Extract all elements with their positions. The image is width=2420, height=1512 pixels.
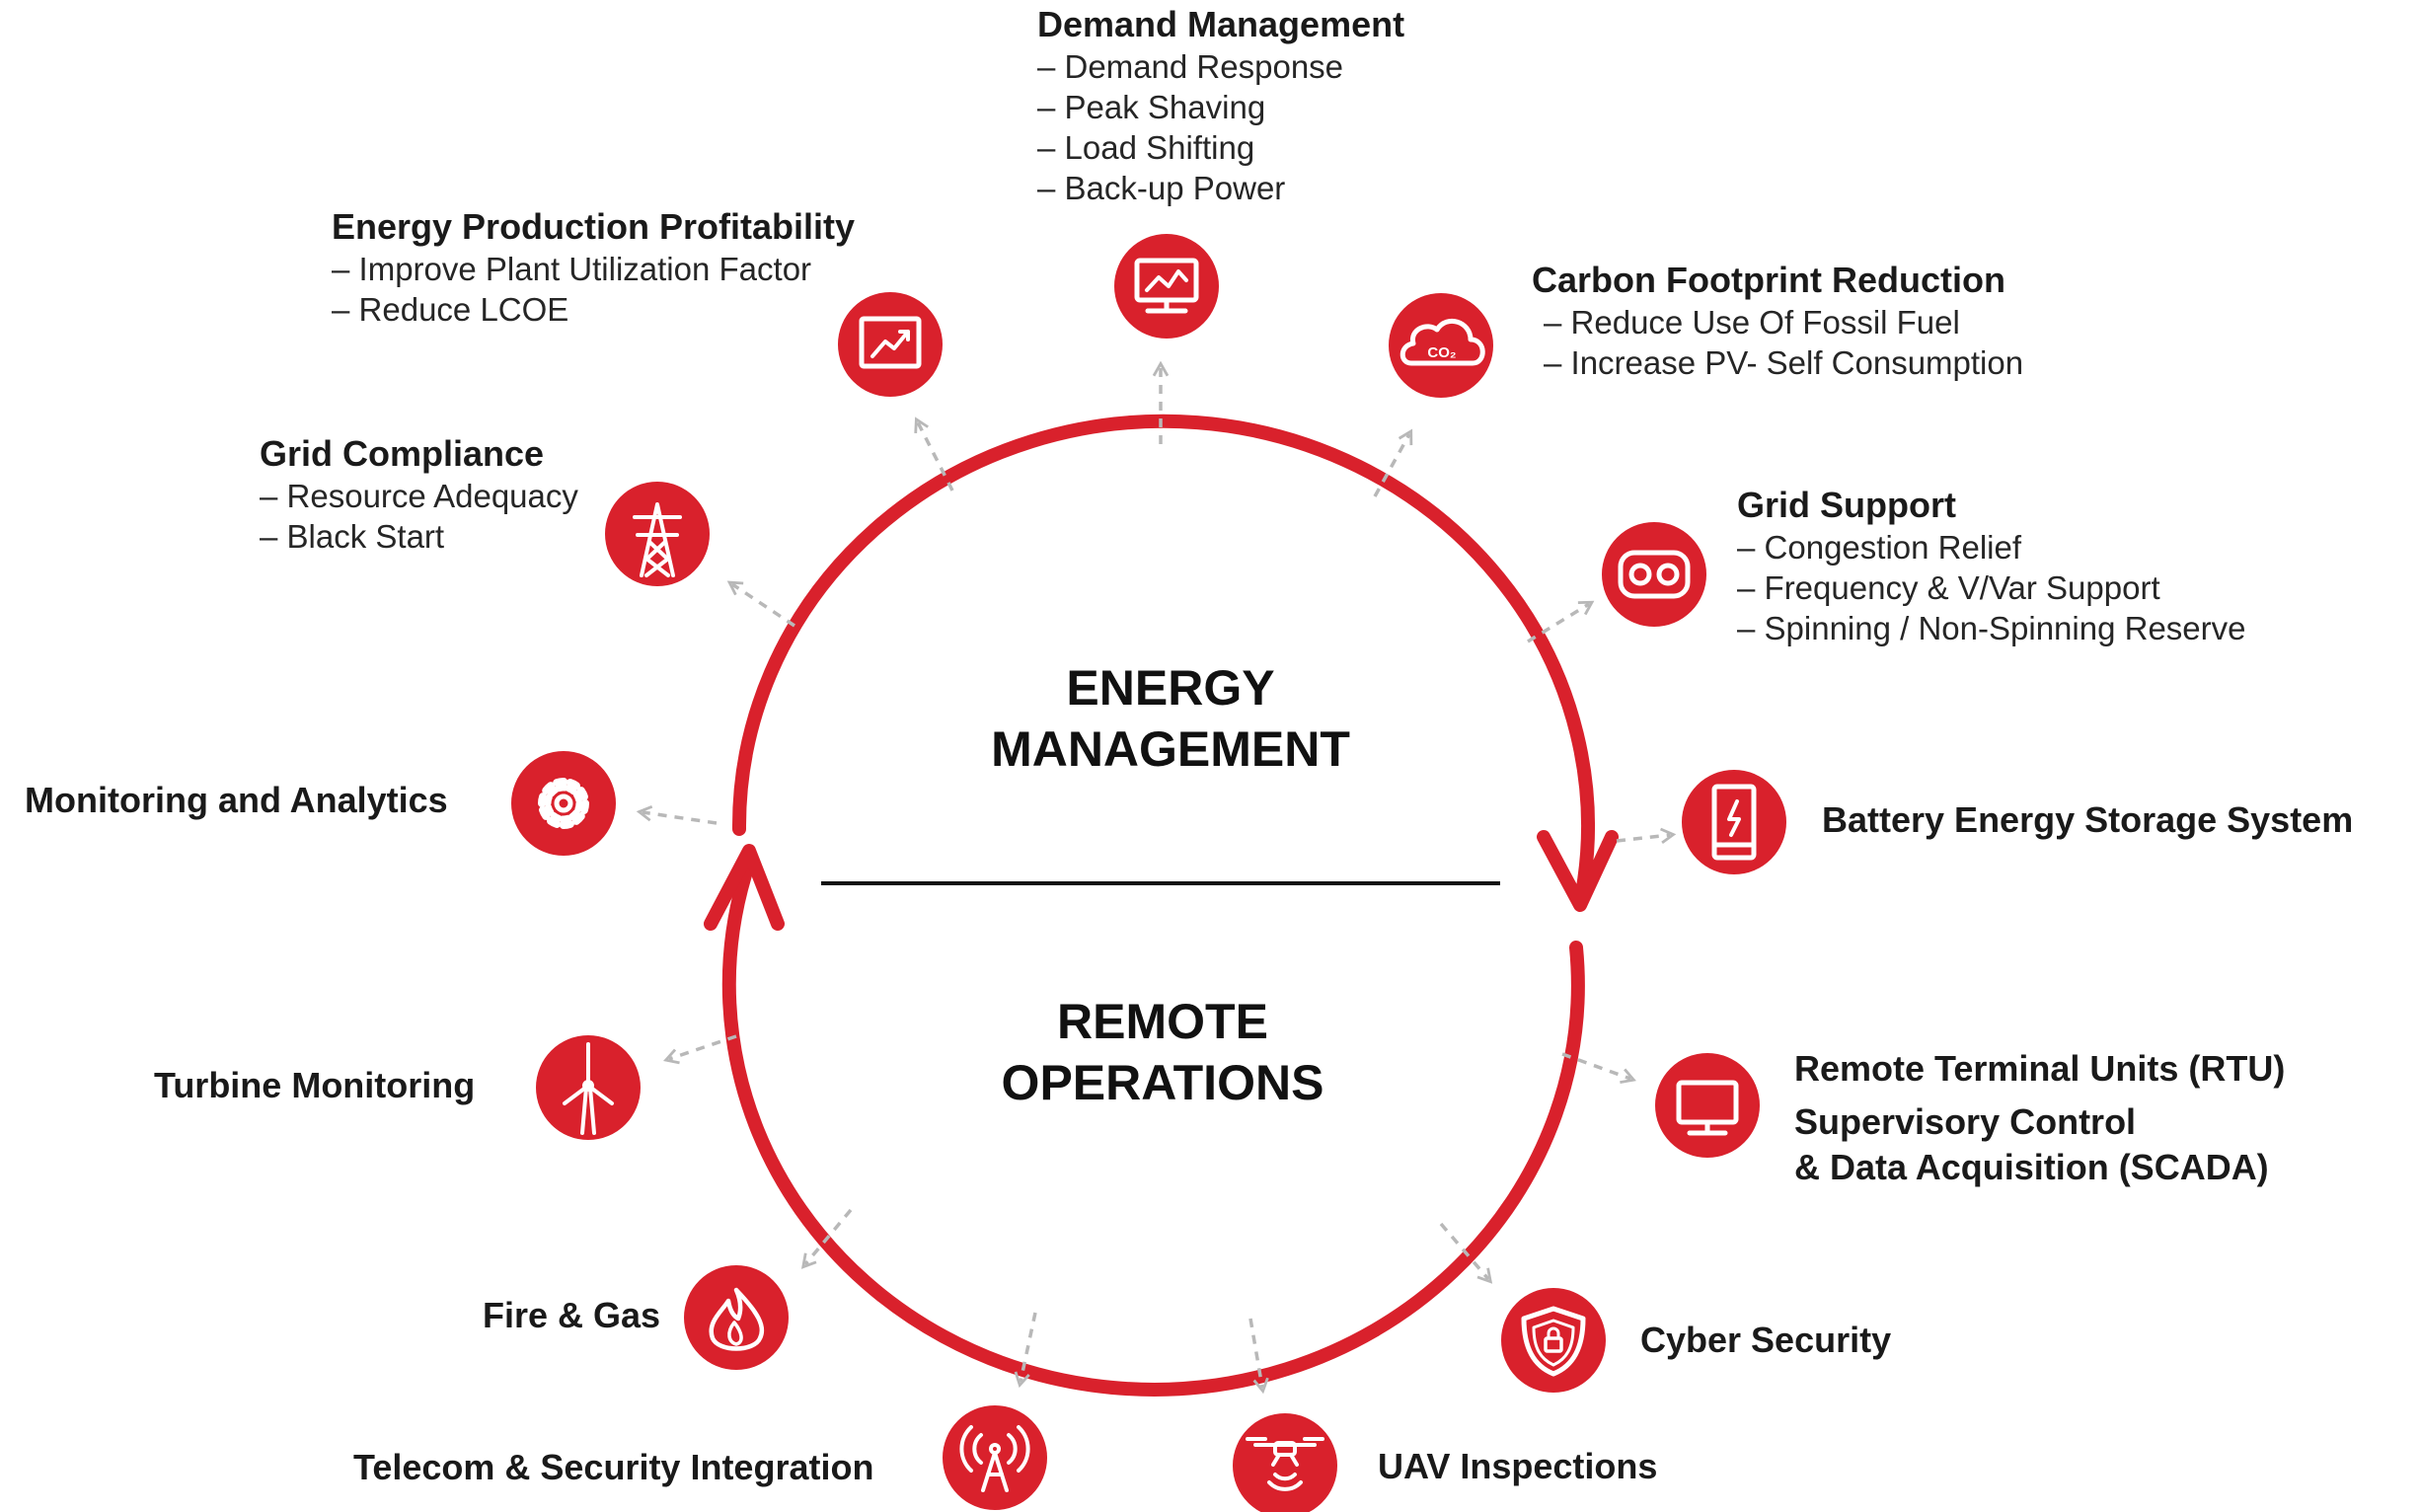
- node-battery-energy-storage: Battery Energy Storage System: [1822, 799, 2354, 840]
- node-item: Black Start: [260, 516, 578, 557]
- icon-bg-cyber: [1501, 1288, 1606, 1393]
- connector-carbon: [1373, 428, 1413, 497]
- node-item: Resource Adequacy: [260, 476, 578, 516]
- connector-cyber: [1439, 1222, 1493, 1284]
- node-title: Supervisory Control: [1794, 1101, 2137, 1142]
- node-carbon-footprint-reduction: Carbon Footprint Reduction Reduce Use Of…: [1532, 259, 2023, 383]
- node-cyber-security: Cyber Security: [1640, 1320, 1892, 1360]
- node-item: Improve Plant Utilization Factor: [332, 249, 855, 289]
- icon-bg-monitoring: [511, 751, 616, 856]
- node-turbine-monitoring: Turbine Monitoring: [154, 1065, 476, 1105]
- connector-telecom: [1014, 1312, 1037, 1389]
- cycle-ring: [721, 414, 1595, 1397]
- node-item: Increase PV- Self Consumption: [1532, 342, 2024, 383]
- connector-battery: [1616, 827, 1677, 845]
- arrowhead-right: [1537, 830, 1619, 912]
- computer-icon: [1676, 1080, 1739, 1136]
- node-grid-support: Grid Support Congestion Relief Frequency…: [1737, 484, 2246, 648]
- connector-profit: [914, 416, 954, 491]
- node-uav-inspections: UAV Inspections: [1378, 1446, 1658, 1486]
- battery-icon: [1711, 784, 1757, 861]
- icon-bg-battery: [1682, 770, 1786, 874]
- connector-rtu: [1561, 1052, 1636, 1084]
- gear-icon: [538, 778, 589, 829]
- node-title: Carbon Footprint Reduction: [1532, 260, 2005, 300]
- connector-monitoring: [636, 805, 718, 825]
- node-title: Grid Support: [1737, 485, 1956, 525]
- icon-bg-rtu: [1655, 1053, 1760, 1158]
- center-top-line-1: ENERGY: [1066, 660, 1275, 716]
- connector-compliance: [726, 580, 795, 628]
- node-title: & Data Acquisition (SCADA): [1794, 1147, 2269, 1187]
- connectors: [636, 360, 1677, 1395]
- monitor-chart-icon: [1134, 258, 1199, 314]
- center-bottom-line-2: OPERATIONS: [1001, 1055, 1324, 1110]
- drone-icon: [1246, 1437, 1324, 1491]
- node-title: Remote Terminal Units (RTU): [1794, 1048, 2286, 1089]
- node-item: Frequency & V/Var Support: [1737, 567, 2246, 608]
- connector-uav: [1248, 1318, 1269, 1395]
- node-title: Demand Management: [1037, 4, 1405, 44]
- node-rtu-scada: Remote Terminal Units (RTU) Supervisory …: [1794, 1046, 2285, 1190]
- icon-bg-carbon: [1389, 293, 1493, 398]
- node-grid-compliance: Grid Compliance Resource Adequacy Black …: [260, 432, 578, 557]
- node-telecom-security-integration: Telecom & Security Integration: [353, 1447, 874, 1487]
- node-title: Grid Compliance: [260, 433, 545, 474]
- trend-chart-icon: [859, 316, 922, 369]
- node-item: Reduce LCOE: [332, 289, 855, 330]
- node-monitoring-and-analytics: Monitoring and Analytics: [25, 780, 448, 820]
- center-bottom-label: REMOTE OPERATIONS: [906, 991, 1419, 1113]
- node-item: Reduce Use Of Fossil Fuel: [1532, 302, 2023, 342]
- node-item: Back-up Power: [1037, 168, 1404, 208]
- node-energy-production-profitability: Energy Production Profitability Improve …: [332, 205, 855, 330]
- wind-turbine-icon: [563, 1042, 614, 1135]
- center-bottom-line-1: REMOTE: [1057, 994, 1268, 1049]
- node-title: Energy Production Profitability: [332, 206, 856, 247]
- node-item: Congestion Relief: [1737, 527, 2246, 567]
- upper-arc: [731, 414, 1595, 900]
- connector-fire: [800, 1208, 853, 1269]
- lower-arc: [721, 862, 1585, 1397]
- icon-bg-uav: [1233, 1413, 1337, 1512]
- transmission-tower-icon: [633, 502, 682, 577]
- co2-cloud-icon: CO₂: [1399, 318, 1485, 366]
- flame-icon: [709, 1287, 765, 1351]
- node-item: Load Shifting: [1037, 127, 1404, 168]
- svg-text:CO₂: CO₂: [1427, 344, 1456, 361]
- node-demand-management: Demand Management Demand Response Peak S…: [1037, 3, 1404, 208]
- node-item: Peak Shaving: [1037, 87, 1404, 127]
- shield-lock-icon: [1521, 1306, 1586, 1377]
- node-item: Demand Response: [1037, 46, 1404, 87]
- antenna-icon: [959, 1425, 1030, 1492]
- meter-icon: [1618, 550, 1691, 599]
- node-fire-and-gas: Fire & Gas: [483, 1295, 661, 1335]
- connector-turbine: [663, 1034, 737, 1065]
- arrowhead-left: [704, 844, 785, 931]
- node-item: Spinning / Non-Spinning Reserve: [1737, 608, 2246, 648]
- icon-bg-support: [1602, 522, 1706, 627]
- connector-support: [1527, 600, 1595, 643]
- center-top-label: ENERGY MANAGEMENT: [914, 657, 1427, 780]
- center-top-line-2: MANAGEMENT: [991, 721, 1350, 777]
